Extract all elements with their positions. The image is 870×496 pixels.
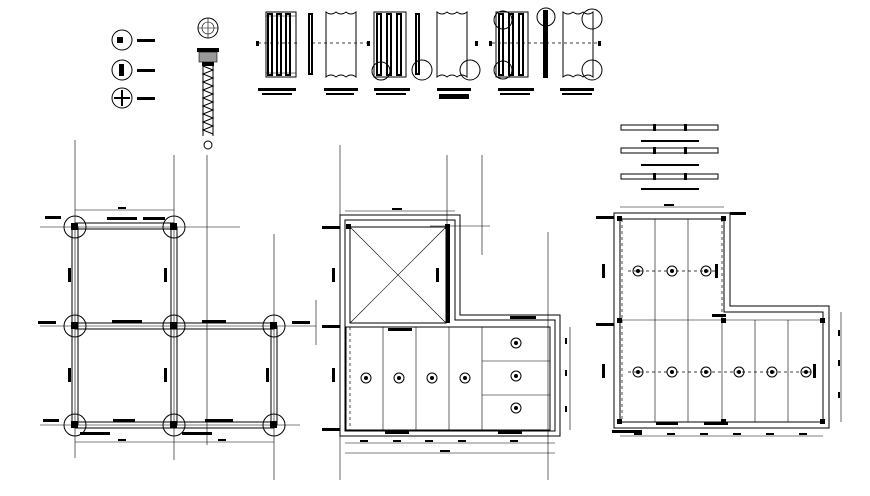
beam-detail-bars bbox=[620, 124, 719, 190]
connector-detail-1 bbox=[111, 29, 155, 51]
panel-a-elevation bbox=[308, 10, 372, 95]
slab-plan-with-opening bbox=[322, 145, 571, 480]
frame-plan-grid bbox=[38, 140, 317, 480]
panel-b-plan bbox=[367, 11, 410, 95]
connector-detail-2 bbox=[111, 59, 155, 81]
l-shaped-slab-plan bbox=[596, 204, 842, 437]
panel-a-plan bbox=[256, 11, 300, 95]
connector-detail-3 bbox=[111, 87, 155, 109]
panel-c-plan bbox=[489, 10, 600, 95]
column-elevation-icon bbox=[197, 17, 219, 150]
panel-b-elevation bbox=[411, 10, 481, 99]
anchor-markers bbox=[360, 337, 522, 414]
panel-c-elevation bbox=[536, 7, 603, 95]
